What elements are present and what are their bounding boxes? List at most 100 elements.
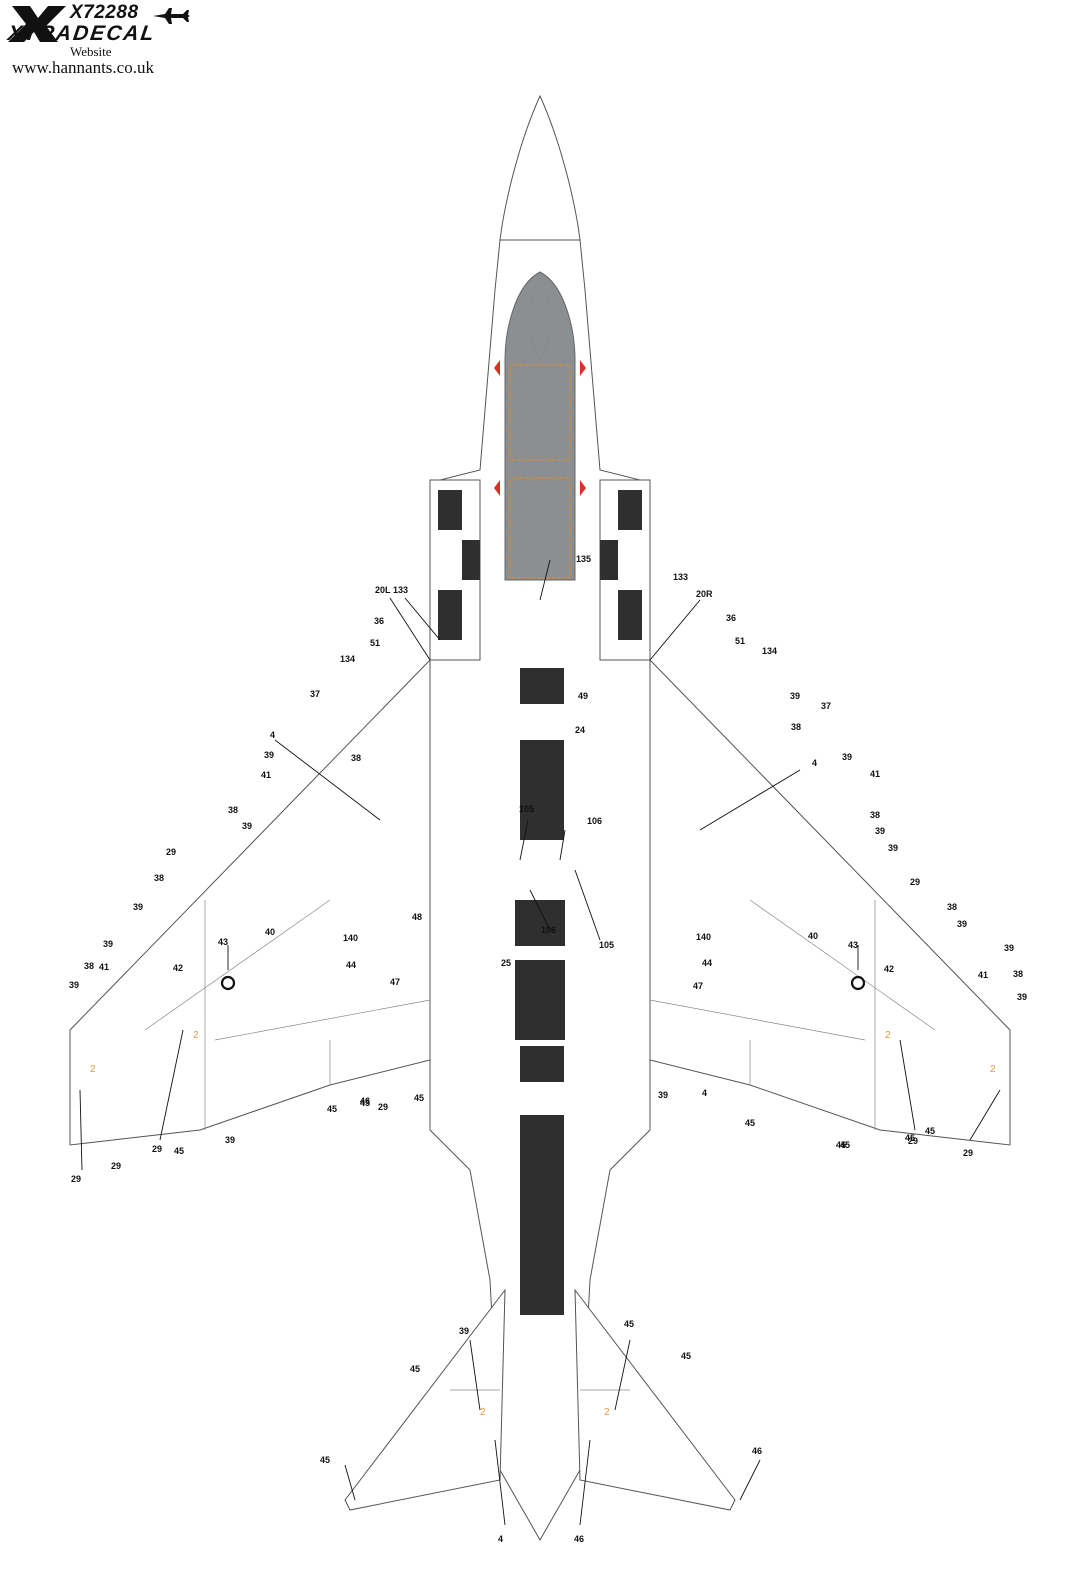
callout-label: 105 xyxy=(519,804,534,814)
callout-label: 39 xyxy=(790,691,800,701)
callout-label: 4 xyxy=(812,758,817,768)
callout-label: 39 xyxy=(242,821,252,831)
callout-label: 39 xyxy=(1004,943,1014,953)
callout-label: 29 xyxy=(111,1161,121,1171)
callout-label: 45 xyxy=(414,1093,424,1103)
website-label: Website xyxy=(70,44,112,59)
svg-text:2: 2 xyxy=(193,1030,199,1041)
callout-label: 39 xyxy=(264,750,274,760)
right-wing xyxy=(649,658,1011,1146)
x-logo-icon xyxy=(8,6,66,42)
callout-label: 20L xyxy=(375,585,391,595)
callout-label: 36 xyxy=(374,616,384,626)
callout-label: 42 xyxy=(884,964,894,974)
callout-label: 39 xyxy=(133,902,143,912)
callout-label: 49 xyxy=(578,691,588,701)
callout-label: 44 xyxy=(702,958,712,968)
callout-label: 140 xyxy=(343,933,358,943)
callout-label: 39 xyxy=(1017,992,1027,1002)
callout-label: 45 xyxy=(410,1364,420,1374)
callout-label: 45 xyxy=(745,1118,755,1128)
callout-label: 105 xyxy=(599,940,614,950)
header: X72288 XTRADECAL Website www.hannants.co… xyxy=(6,2,206,80)
callout-label: 39 xyxy=(103,939,113,949)
callout-label: 4 xyxy=(702,1088,707,1098)
callout-label: 140 xyxy=(696,932,711,942)
callout-label: 39 xyxy=(875,826,885,836)
canopy-warning-icons xyxy=(494,360,586,496)
callout-label: 39 xyxy=(658,1090,668,1100)
callout-label: 51 xyxy=(735,636,745,646)
callout-label: 48 xyxy=(412,912,422,922)
callout-label: 24 xyxy=(575,725,585,735)
callout-label: 45 xyxy=(327,1104,337,1114)
callout-label: 134 xyxy=(762,646,777,656)
callout-label: 43 xyxy=(848,940,858,950)
right-stabilator xyxy=(574,1288,736,1511)
callout-label: 45 xyxy=(624,1319,634,1329)
callout-label: 40 xyxy=(808,931,818,941)
callout-label: 29 xyxy=(910,877,920,887)
callout-label: 133 xyxy=(393,585,408,595)
callout-label: 37 xyxy=(821,701,831,711)
svg-text:2: 2 xyxy=(990,1064,996,1075)
callout-label: 46 xyxy=(752,1446,762,1456)
left-stabilator xyxy=(344,1288,506,1511)
callout-label: 29 xyxy=(378,1102,388,1112)
callout-label: 37 xyxy=(310,689,320,699)
callout-label: 45 xyxy=(320,1455,330,1465)
callout-label: 25 xyxy=(501,958,511,968)
product-code: X72288 xyxy=(70,2,139,23)
callout-label: 29 xyxy=(166,847,176,857)
callout-label: 29 xyxy=(71,1174,81,1184)
callout-label: 45 xyxy=(905,1133,915,1143)
callout-label: 38 xyxy=(351,753,361,763)
callout-label: 134 xyxy=(340,654,355,664)
callout-label: 39 xyxy=(225,1135,235,1145)
callout-label: 38 xyxy=(228,805,238,815)
callout-label: 39 xyxy=(888,843,898,853)
svg-text:2: 2 xyxy=(885,1030,891,1041)
intake-walkways xyxy=(438,490,642,640)
callout-label: 38 xyxy=(1013,969,1023,979)
callout-label: 42 xyxy=(173,963,183,973)
callout-label: 45 xyxy=(360,1098,370,1108)
spine-walkways xyxy=(515,668,565,1315)
svg-text:2: 2 xyxy=(90,1064,96,1075)
callout-label: 38 xyxy=(791,722,801,732)
callout-label: 41 xyxy=(261,770,271,780)
canopy xyxy=(504,271,576,581)
callout-label: 135 xyxy=(576,554,591,564)
callout-label: 106 xyxy=(587,816,602,826)
callout-label: 39 xyxy=(69,980,79,990)
callout-label: 41 xyxy=(99,962,109,972)
callout-label: 36 xyxy=(726,613,736,623)
callout-label: 46 xyxy=(360,1096,370,1106)
callout-label: 38 xyxy=(154,873,164,883)
callout-label: 41 xyxy=(978,970,988,980)
left-wing xyxy=(69,658,431,1146)
callout-label: 38 xyxy=(870,810,880,820)
callout-label: 47 xyxy=(390,977,400,987)
svg-text:2: 2 xyxy=(604,1407,610,1418)
jet-silhouette-icon xyxy=(153,8,190,24)
nose-cone xyxy=(499,94,581,241)
callout-label: 4 xyxy=(270,730,275,740)
callout-label: 20R xyxy=(696,589,713,599)
website-url[interactable]: www.hannants.co.uk xyxy=(12,58,154,77)
callout-label: 45 xyxy=(174,1146,184,1156)
callout-label: 38 xyxy=(84,961,94,971)
callout-label: 39 xyxy=(459,1326,469,1336)
svg-text:2: 2 xyxy=(480,1407,486,1418)
leader-lines xyxy=(79,559,1001,1526)
callout-label: 41 xyxy=(870,769,880,779)
callout-label: 39 xyxy=(842,752,852,762)
callout-label: 29 xyxy=(152,1144,162,1154)
callout-label: 106 xyxy=(541,925,556,935)
callout-label: 47 xyxy=(693,981,703,991)
callout-label: 29 xyxy=(908,1136,918,1146)
callout-label: 45 xyxy=(836,1140,846,1150)
callout-label: 40 xyxy=(265,927,275,937)
